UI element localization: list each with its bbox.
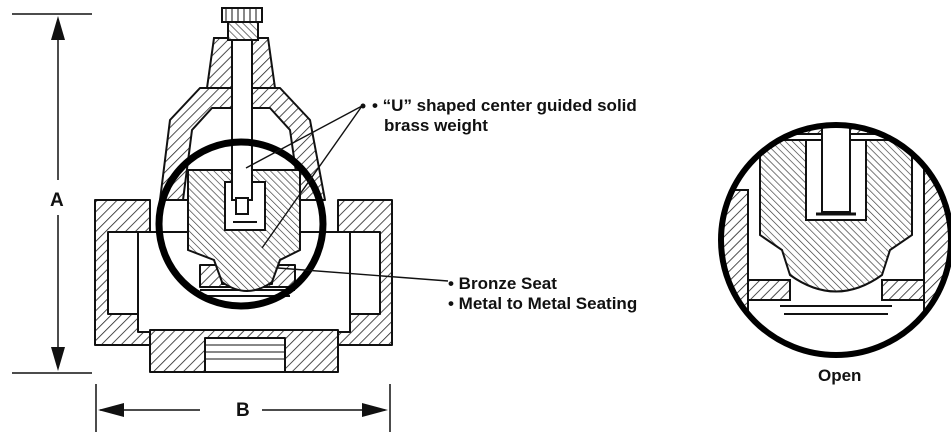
detail-circle — [155, 138, 327, 310]
dimension-a — [12, 13, 92, 374]
dimension-a-label: A — [50, 190, 64, 211]
weight-callout-line-2: brass weight — [384, 116, 488, 135]
weight-callout-line-1: • “U” shaped center guided solid — [372, 96, 637, 115]
dimension-b — [95, 384, 391, 432]
stem-assembly — [205, 7, 277, 215]
detail-view-open — [718, 122, 951, 358]
weight-callout-dot — [360, 103, 366, 109]
seat-callout-line-2: • Metal to Metal Seating — [448, 294, 638, 313]
leader-lines — [245, 105, 449, 282]
detail-caption: Open — [818, 366, 862, 385]
seat-callout-line-1: • Bronze Seat — [448, 274, 557, 293]
dimension-b-label: B — [236, 400, 250, 421]
